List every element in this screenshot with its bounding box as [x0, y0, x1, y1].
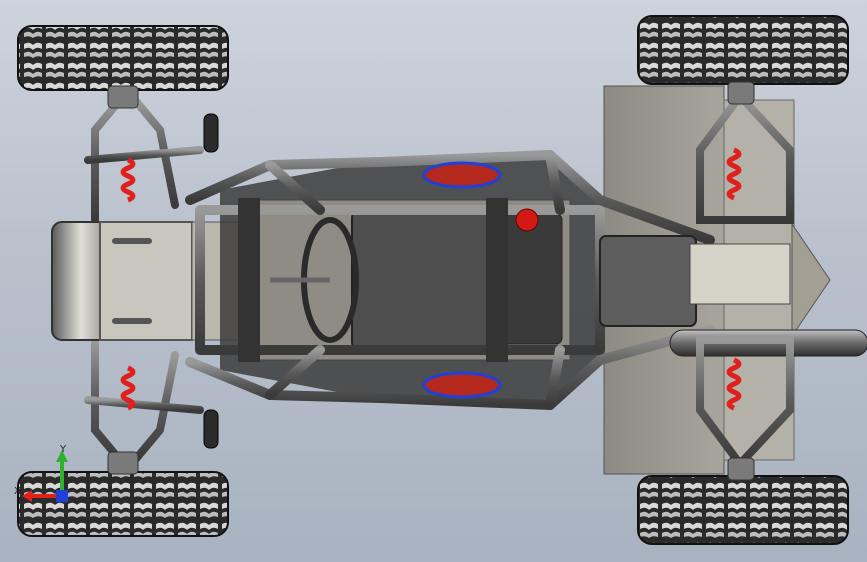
rear-springs	[726, 147, 742, 411]
roof-decal-top	[422, 161, 502, 189]
rear-left-tire	[637, 15, 849, 85]
seat	[351, 209, 563, 351]
front-left-tire	[17, 25, 229, 91]
rear-hubs	[727, 81, 755, 481]
roof-decal-bottom	[422, 371, 502, 399]
rear-suspension	[696, 89, 794, 471]
front-suspension	[84, 96, 204, 464]
mirror-right	[203, 409, 219, 449]
front-right-tire	[17, 471, 229, 537]
axis-x-label: X	[14, 486, 21, 497]
axis-triad: Y X	[14, 444, 68, 502]
mirror-left	[203, 113, 219, 153]
axis-y-label: Y	[59, 444, 67, 455]
steering-wheel	[270, 217, 359, 343]
cage-crossbars	[238, 198, 508, 362]
front-engine-block	[51, 221, 241, 341]
fuel-cap	[515, 208, 539, 232]
rear-engine	[599, 222, 831, 338]
front-uprights	[107, 85, 139, 475]
front-springs	[120, 157, 136, 411]
rear-right-tire	[637, 475, 849, 545]
